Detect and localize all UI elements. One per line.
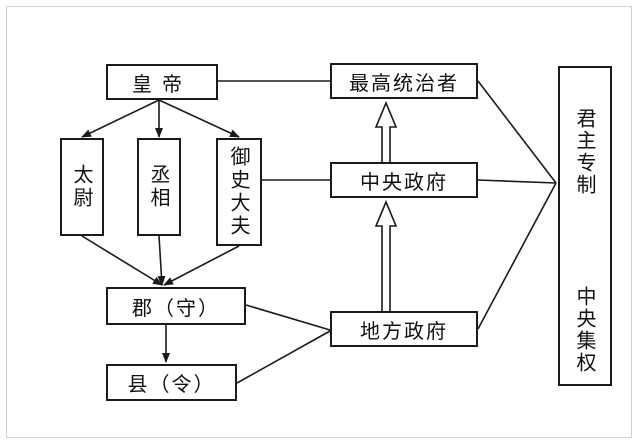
chengxiang-label: 丞相: [147, 164, 171, 210]
autocracy-centralization-box: 君主专制 中央集权: [558, 66, 612, 386]
autocracy-label: 君主专制: [573, 108, 597, 196]
local-to-central-hollow-arrow: [374, 199, 398, 311]
yushi-dafu-box: 御史大夫: [216, 138, 262, 246]
supreme-ruler-box: 最高统治者: [330, 63, 478, 99]
xian-box: 县（令）: [106, 364, 237, 401]
jun-to-local-line: [245, 304, 331, 331]
chengxiang-box: 丞相: [137, 138, 181, 236]
centralization-label: 中央集权: [573, 286, 597, 374]
ministers-to-jun-arrows: [81, 235, 240, 286]
xian-to-local-line: [236, 330, 331, 384]
emperor-to-ministers-arrows: [81, 99, 240, 138]
jun-box: 郡（守）: [106, 287, 246, 325]
central-to-ruler-hollow-arrow: [374, 100, 398, 162]
central-government-box: 中央政府: [330, 162, 478, 198]
taiwei-label: 太尉: [70, 164, 94, 210]
taiwei-box: 太尉: [60, 138, 104, 236]
local-government-box: 地方政府: [330, 311, 478, 347]
emperor-box: 皇帝: [106, 64, 218, 100]
yushi-dafu-label: 御史大夫: [227, 146, 251, 238]
converge-to-right-lines: [477, 80, 557, 330]
image-frame: [6, 6, 632, 438]
